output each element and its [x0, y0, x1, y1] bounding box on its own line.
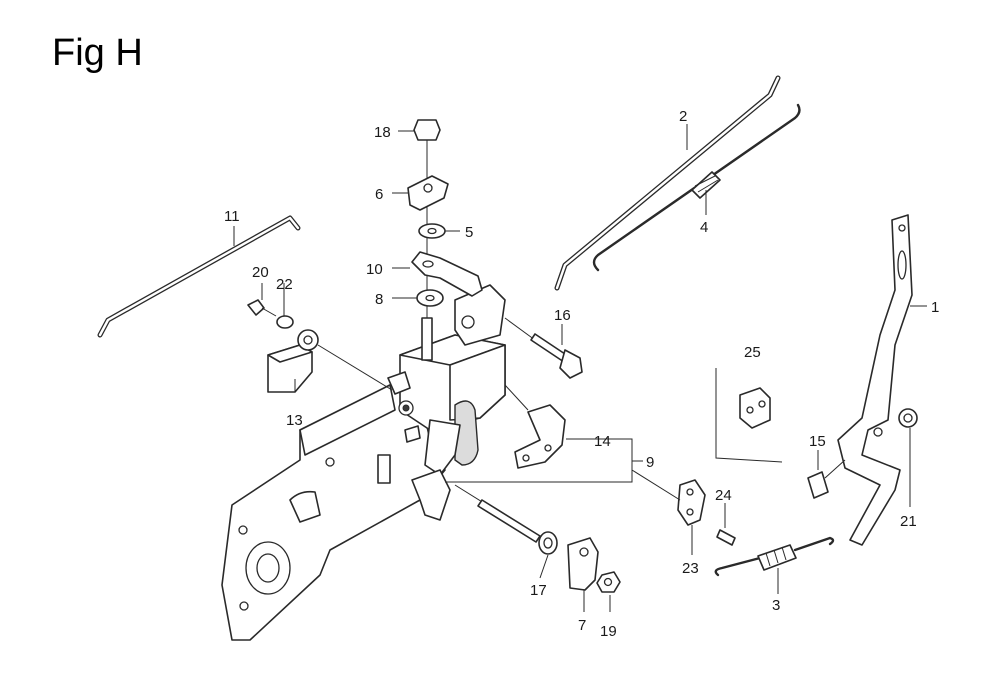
part-1-lever — [837, 214, 918, 546]
leader-lines — [233, 124, 927, 612]
callout-14: 14 — [594, 433, 611, 450]
part-16-bolt — [504, 317, 583, 379]
control-base-plate — [221, 384, 446, 641]
part-3-spring — [714, 536, 835, 577]
part-14-bracket — [504, 384, 566, 469]
callout-15: 15 — [809, 433, 826, 450]
callout-20: 20 — [252, 264, 269, 281]
callout-21: 21 — [900, 513, 917, 530]
callout-5: 5 — [465, 224, 473, 241]
callout-8: 8 — [375, 291, 383, 308]
callout-4: 4 — [700, 219, 708, 236]
callout-18: 18 — [374, 124, 391, 141]
callout-10: 10 — [366, 261, 383, 278]
part-22-washer — [276, 315, 294, 329]
part-20-screw — [247, 299, 265, 316]
callout-1: 1 — [931, 299, 939, 316]
part-25-bracket — [715, 368, 783, 463]
callout-6: 6 — [375, 186, 383, 203]
callout-24: 24 — [715, 487, 732, 504]
governor-housing — [387, 284, 506, 521]
callout-16: 16 — [554, 307, 571, 324]
part-13-switch — [247, 299, 393, 393]
callout-13: 13 — [286, 412, 303, 429]
part-23-clip — [677, 479, 736, 546]
callout-7: 7 — [578, 617, 586, 634]
part-7-plate — [567, 537, 599, 591]
callout-3: 3 — [772, 597, 780, 614]
callout-2: 2 — [679, 108, 687, 125]
part-24-screw — [716, 529, 736, 546]
callout-9: 9 — [646, 454, 654, 471]
callout-17: 17 — [530, 582, 547, 599]
callout-22: 22 — [276, 276, 293, 293]
part-4-spring-rod — [592, 103, 801, 272]
part-10-lever — [411, 251, 483, 297]
pivot-stack — [407, 119, 483, 361]
part-18-nut — [413, 119, 441, 141]
part-17-bolt — [454, 484, 558, 555]
callout-19: 19 — [600, 623, 617, 640]
figure-title: Fig H — [52, 32, 143, 74]
part-19-nut — [596, 571, 621, 593]
callout-11: 11 — [224, 208, 240, 225]
part-2-rod — [554, 75, 781, 291]
callout-25: 25 — [744, 344, 761, 361]
part-11-rod — [97, 215, 301, 338]
callout-23: 23 — [682, 560, 699, 577]
part-15-screw — [807, 459, 846, 499]
callout-labels: 18 6 5 10 8 11 2 4 1 16 13 20 22 25 14 9… — [224, 108, 939, 640]
part-6-arm — [407, 175, 449, 211]
